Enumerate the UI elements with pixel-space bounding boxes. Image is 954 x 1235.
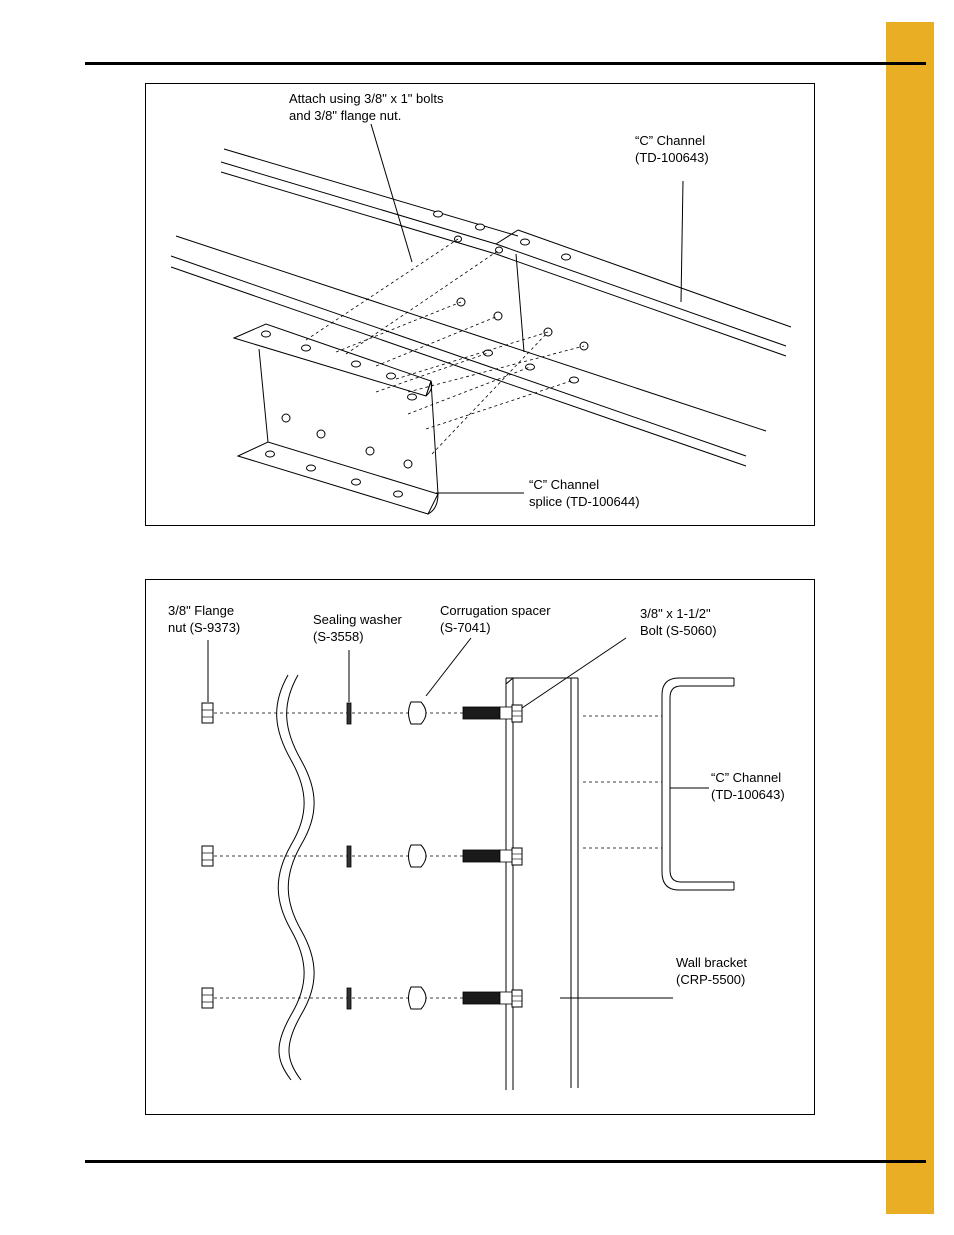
wall-bracket-part-number: (CRP-5500) — [676, 972, 745, 987]
bolt-head — [511, 704, 523, 723]
c-channel-callout: “C” Channel — [635, 133, 705, 148]
flange-nut — [201, 987, 214, 1009]
figure-channel-splice: Attach using 3/8" x 1" bolts and 3/8" fl… — [145, 83, 815, 526]
sealing-washer — [346, 845, 352, 868]
wall-bracket-callout: Wall bracket — [676, 955, 747, 970]
bolt-head — [511, 847, 523, 866]
section-tab — [886, 22, 934, 1214]
bolt-thread — [462, 706, 501, 720]
flange-nut-part-number: nut (S-9373) — [168, 620, 240, 635]
bolt-thread — [462, 991, 501, 1005]
splice-part-number: splice (TD-100644) — [529, 494, 640, 509]
sealing-washer-callout: Sealing washer — [313, 612, 403, 627]
corrugation-spacer-part-number: (S-7041) — [440, 620, 491, 635]
splice-drawing: Attach using 3/8" x 1" bolts and 3/8" fl… — [170, 91, 792, 515]
bolt-thread — [462, 849, 501, 863]
flange-nut-callout: 3/8" Flange — [168, 603, 234, 618]
bracket-drawing: 3/8" Flange nut (S-9373) Sealing washer … — [168, 603, 785, 1090]
fastener-rows — [201, 701, 523, 1010]
bolt-callout: 3/8" x 1-1/2" — [640, 606, 711, 621]
corrugation-spacer — [408, 844, 427, 868]
figure-wall-bracket: 3/8" Flange nut (S-9373) Sealing washer … — [145, 579, 815, 1115]
corrugation-spacer — [408, 701, 427, 725]
header-rule — [85, 62, 926, 65]
footer-rule — [85, 1160, 926, 1163]
corrugation-spacer-callout: Corrugation spacer — [440, 603, 551, 618]
bolt-shank — [499, 706, 513, 720]
attach-nut-callout: and 3/8" flange nut. — [289, 108, 401, 123]
bolt-shank — [499, 849, 513, 863]
splice-callout: “C” Channel — [529, 477, 599, 492]
bolt-head — [511, 989, 523, 1008]
sealing-washer — [346, 987, 352, 1010]
c-channel-callout: “C” Channel — [711, 770, 781, 785]
corrugation-spacer — [408, 986, 427, 1010]
flange-nut — [201, 845, 214, 867]
sealing-washer — [346, 702, 352, 725]
c-channel-part-number: (TD-100643) — [711, 787, 785, 802]
flange-nut — [201, 702, 214, 724]
attach-bolts-callout: Attach using 3/8" x 1" bolts — [289, 91, 444, 106]
sealing-washer-part-number: (S-3558) — [313, 629, 364, 644]
c-channel-part-number: (TD-100643) — [635, 150, 709, 165]
bolt-shank — [499, 991, 513, 1005]
bolt-part-number: Bolt (S-5060) — [640, 623, 717, 638]
